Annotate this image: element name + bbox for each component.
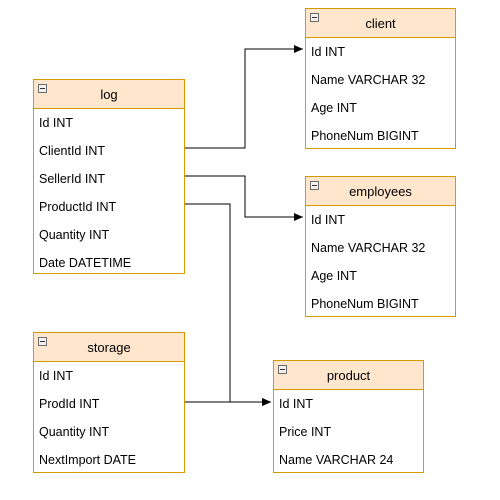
collapse-icon[interactable]: [278, 365, 287, 374]
entity-title: storage: [87, 339, 131, 355]
field-row[interactable]: Name VARCHAR 32: [311, 73, 426, 87]
entity-client[interactable]: client Id INT Name VARCHAR 32 Age INT Ph…: [305, 8, 456, 149]
field-row[interactable]: PhoneNum BIGINT: [311, 297, 419, 311]
field-row[interactable]: Age INT: [311, 101, 357, 115]
entity-title: log: [100, 86, 118, 102]
edge-log-employees: [185, 175, 303, 221]
entity-title: client: [365, 15, 396, 31]
entity-storage[interactable]: storage Id INT ProdId INT Quantity INT N…: [33, 332, 185, 473]
field-row[interactable]: Name VARCHAR 24: [279, 453, 394, 467]
field-row[interactable]: Date DATETIME: [39, 256, 132, 270]
collapse-icon[interactable]: [38, 337, 47, 346]
entity-title: product: [326, 367, 371, 383]
edge-log-product: [185, 203, 271, 406]
field-row[interactable]: PhoneNum BIGINT: [311, 129, 419, 143]
field-row[interactable]: NextImport DATE: [39, 453, 137, 467]
entity-header: client: [306, 9, 455, 38]
entity-title: employees: [349, 183, 412, 199]
entity-log[interactable]: log Id INT ClientId INT SellerId INT Pro…: [33, 79, 185, 274]
field-row[interactable]: Id INT: [39, 116, 74, 130]
entity-header: product: [274, 361, 423, 390]
edge-log-client: [185, 45, 303, 149]
field-row[interactable]: Id INT: [311, 213, 346, 227]
field-row[interactable]: Quantity INT: [39, 425, 110, 439]
field-row[interactable]: Id INT: [311, 45, 346, 59]
field-row[interactable]: Age INT: [311, 269, 357, 283]
field-row[interactable]: Price INT: [279, 425, 332, 439]
entity-header: employees: [306, 177, 455, 206]
collapse-icon[interactable]: [38, 84, 47, 93]
entity-employees[interactable]: employees Id INT Name VARCHAR 32 Age INT…: [305, 176, 456, 317]
field-row[interactable]: Id INT: [279, 397, 314, 411]
field-row[interactable]: Id INT: [39, 369, 74, 383]
collapse-icon[interactable]: [310, 181, 319, 190]
field-row[interactable]: Name VARCHAR 32: [311, 241, 426, 255]
field-row[interactable]: ProdId INT: [39, 397, 100, 411]
entity-product[interactable]: product Id INT Price INT Name VARCHAR 24: [273, 360, 424, 473]
field-row[interactable]: Quantity INT: [39, 228, 110, 242]
field-row[interactable]: ClientId INT: [39, 144, 105, 158]
entity-header: storage: [34, 333, 184, 362]
field-row[interactable]: ProductId INT: [39, 200, 117, 214]
entity-header: log: [34, 80, 184, 109]
collapse-icon[interactable]: [310, 13, 319, 22]
field-row[interactable]: SellerId INT: [39, 172, 105, 186]
